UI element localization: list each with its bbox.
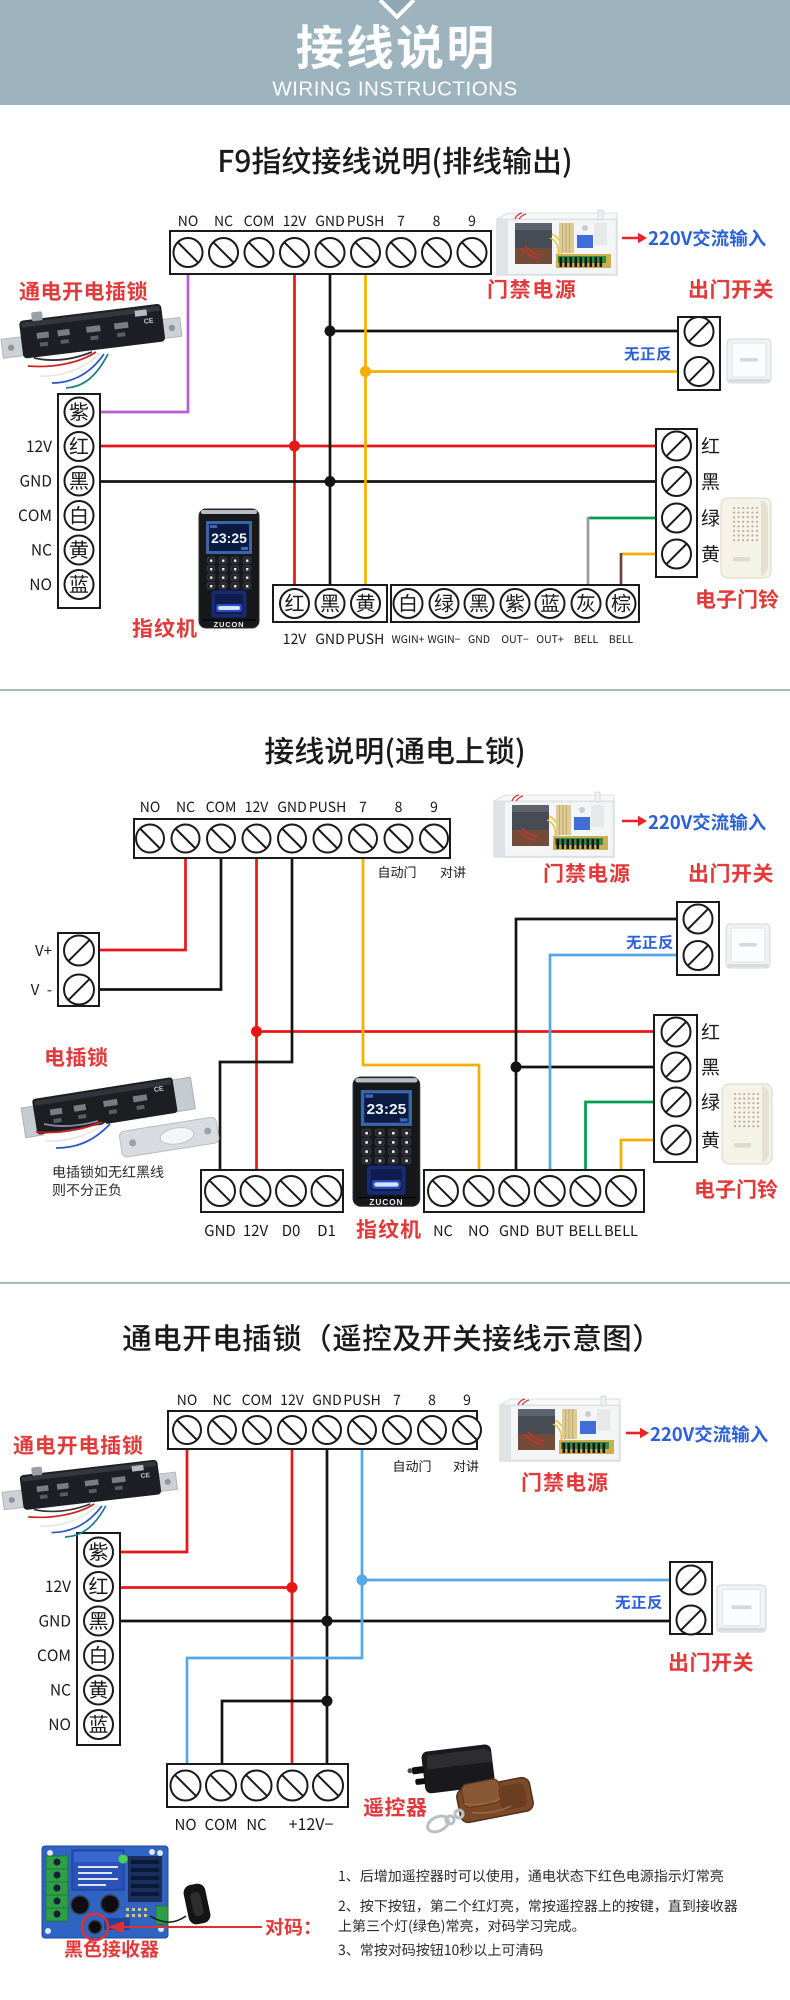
svg-text:WIRING INSTRUCTIONS: WIRING INSTRUCTIONS (272, 78, 517, 101)
